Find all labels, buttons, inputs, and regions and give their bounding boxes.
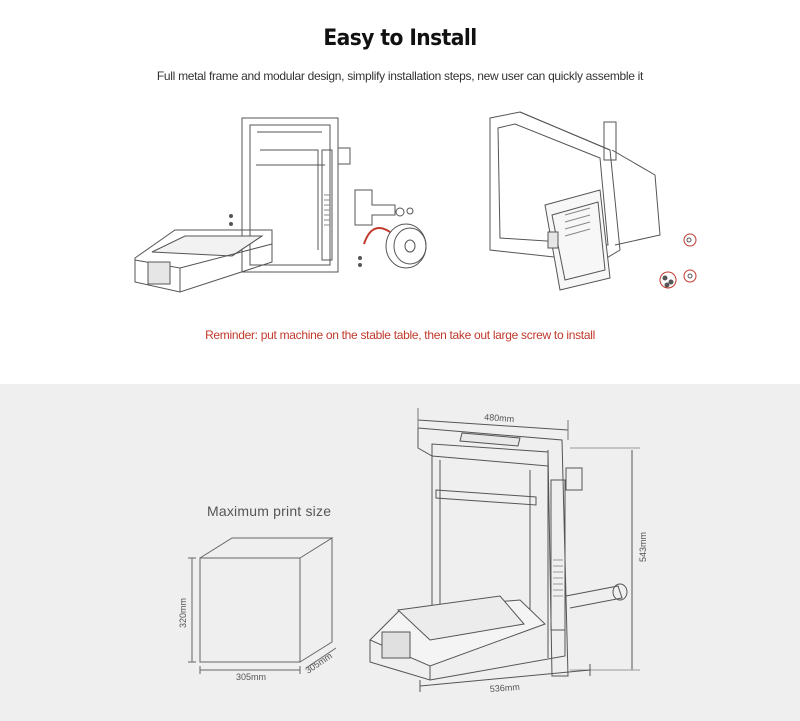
max-print-size-label: Maximum print size <box>207 503 332 519</box>
page-title: Easy to Install <box>323 26 477 51</box>
reminder-text: Reminder: put machine on the stable tabl… <box>205 328 595 342</box>
install-section <box>0 0 800 384</box>
page-subtitle: Full metal frame and modular design, sim… <box>156 69 644 83</box>
dimensions-section <box>0 384 800 721</box>
